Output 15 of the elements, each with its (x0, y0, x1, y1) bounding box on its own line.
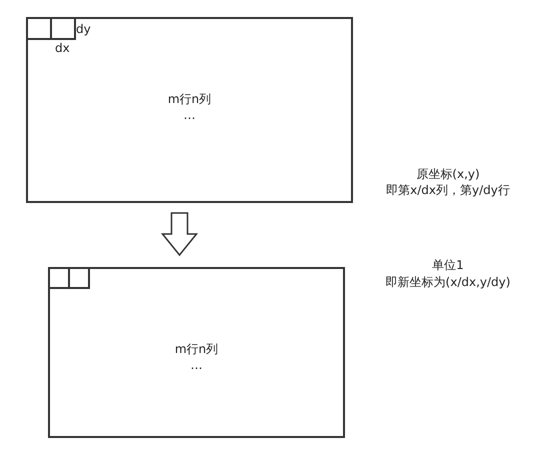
ellipsis: … (184, 107, 196, 123)
cell-box (50, 17, 76, 40)
grid-rectangle (48, 267, 345, 438)
cell-box (68, 267, 90, 289)
grid-size-text: m行n列 (174, 341, 218, 357)
block-arrow (160, 212, 198, 256)
grid-rectangle (26, 17, 353, 203)
axis-label: dy (76, 21, 91, 37)
note-text: 原坐标(x,y) (416, 166, 480, 182)
grid-size-text: m行n列 (168, 91, 212, 107)
note-text: 即新坐标为(x/dx,y/dy) (386, 274, 510, 290)
ellipsis: … (190, 357, 202, 373)
note-text: 单位1 (432, 257, 464, 273)
note-text: 即第x/dx列，第y/dy行 (386, 182, 510, 198)
axis-label: dx (55, 40, 70, 56)
